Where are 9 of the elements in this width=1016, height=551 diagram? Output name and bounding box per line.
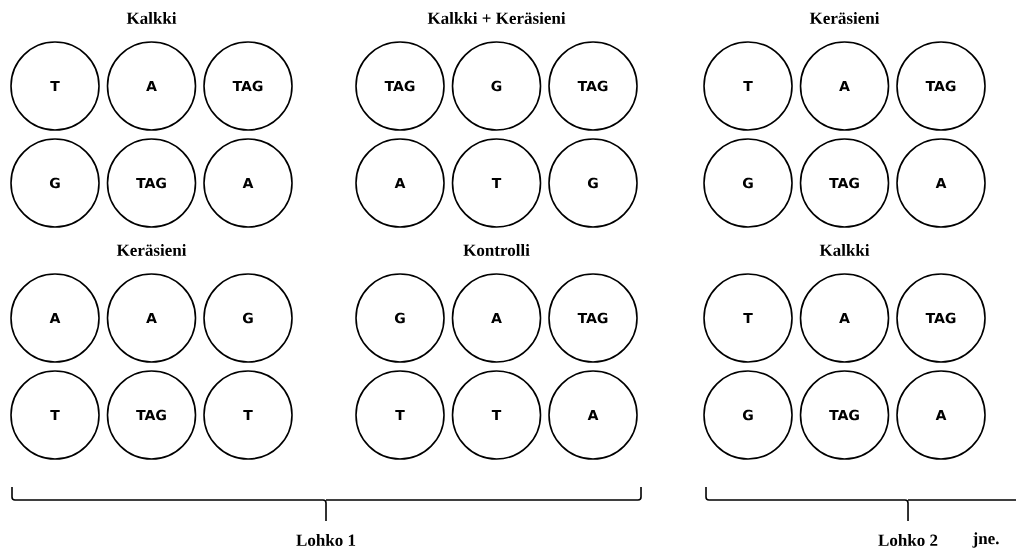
group-title: Kontrolli [463,244,530,256]
block-label: Lohko 1 [296,534,356,546]
block-label: Lohko 2 [878,534,938,546]
group-title: Kalkki + Keräsieni [427,12,566,24]
block-label: jne. [972,532,999,548]
group-title: Keräsieni [116,244,187,256]
group-title: Kalkki [819,244,870,256]
group-title: Kalkki [126,12,177,24]
group-title: Keräsieni [809,12,880,24]
